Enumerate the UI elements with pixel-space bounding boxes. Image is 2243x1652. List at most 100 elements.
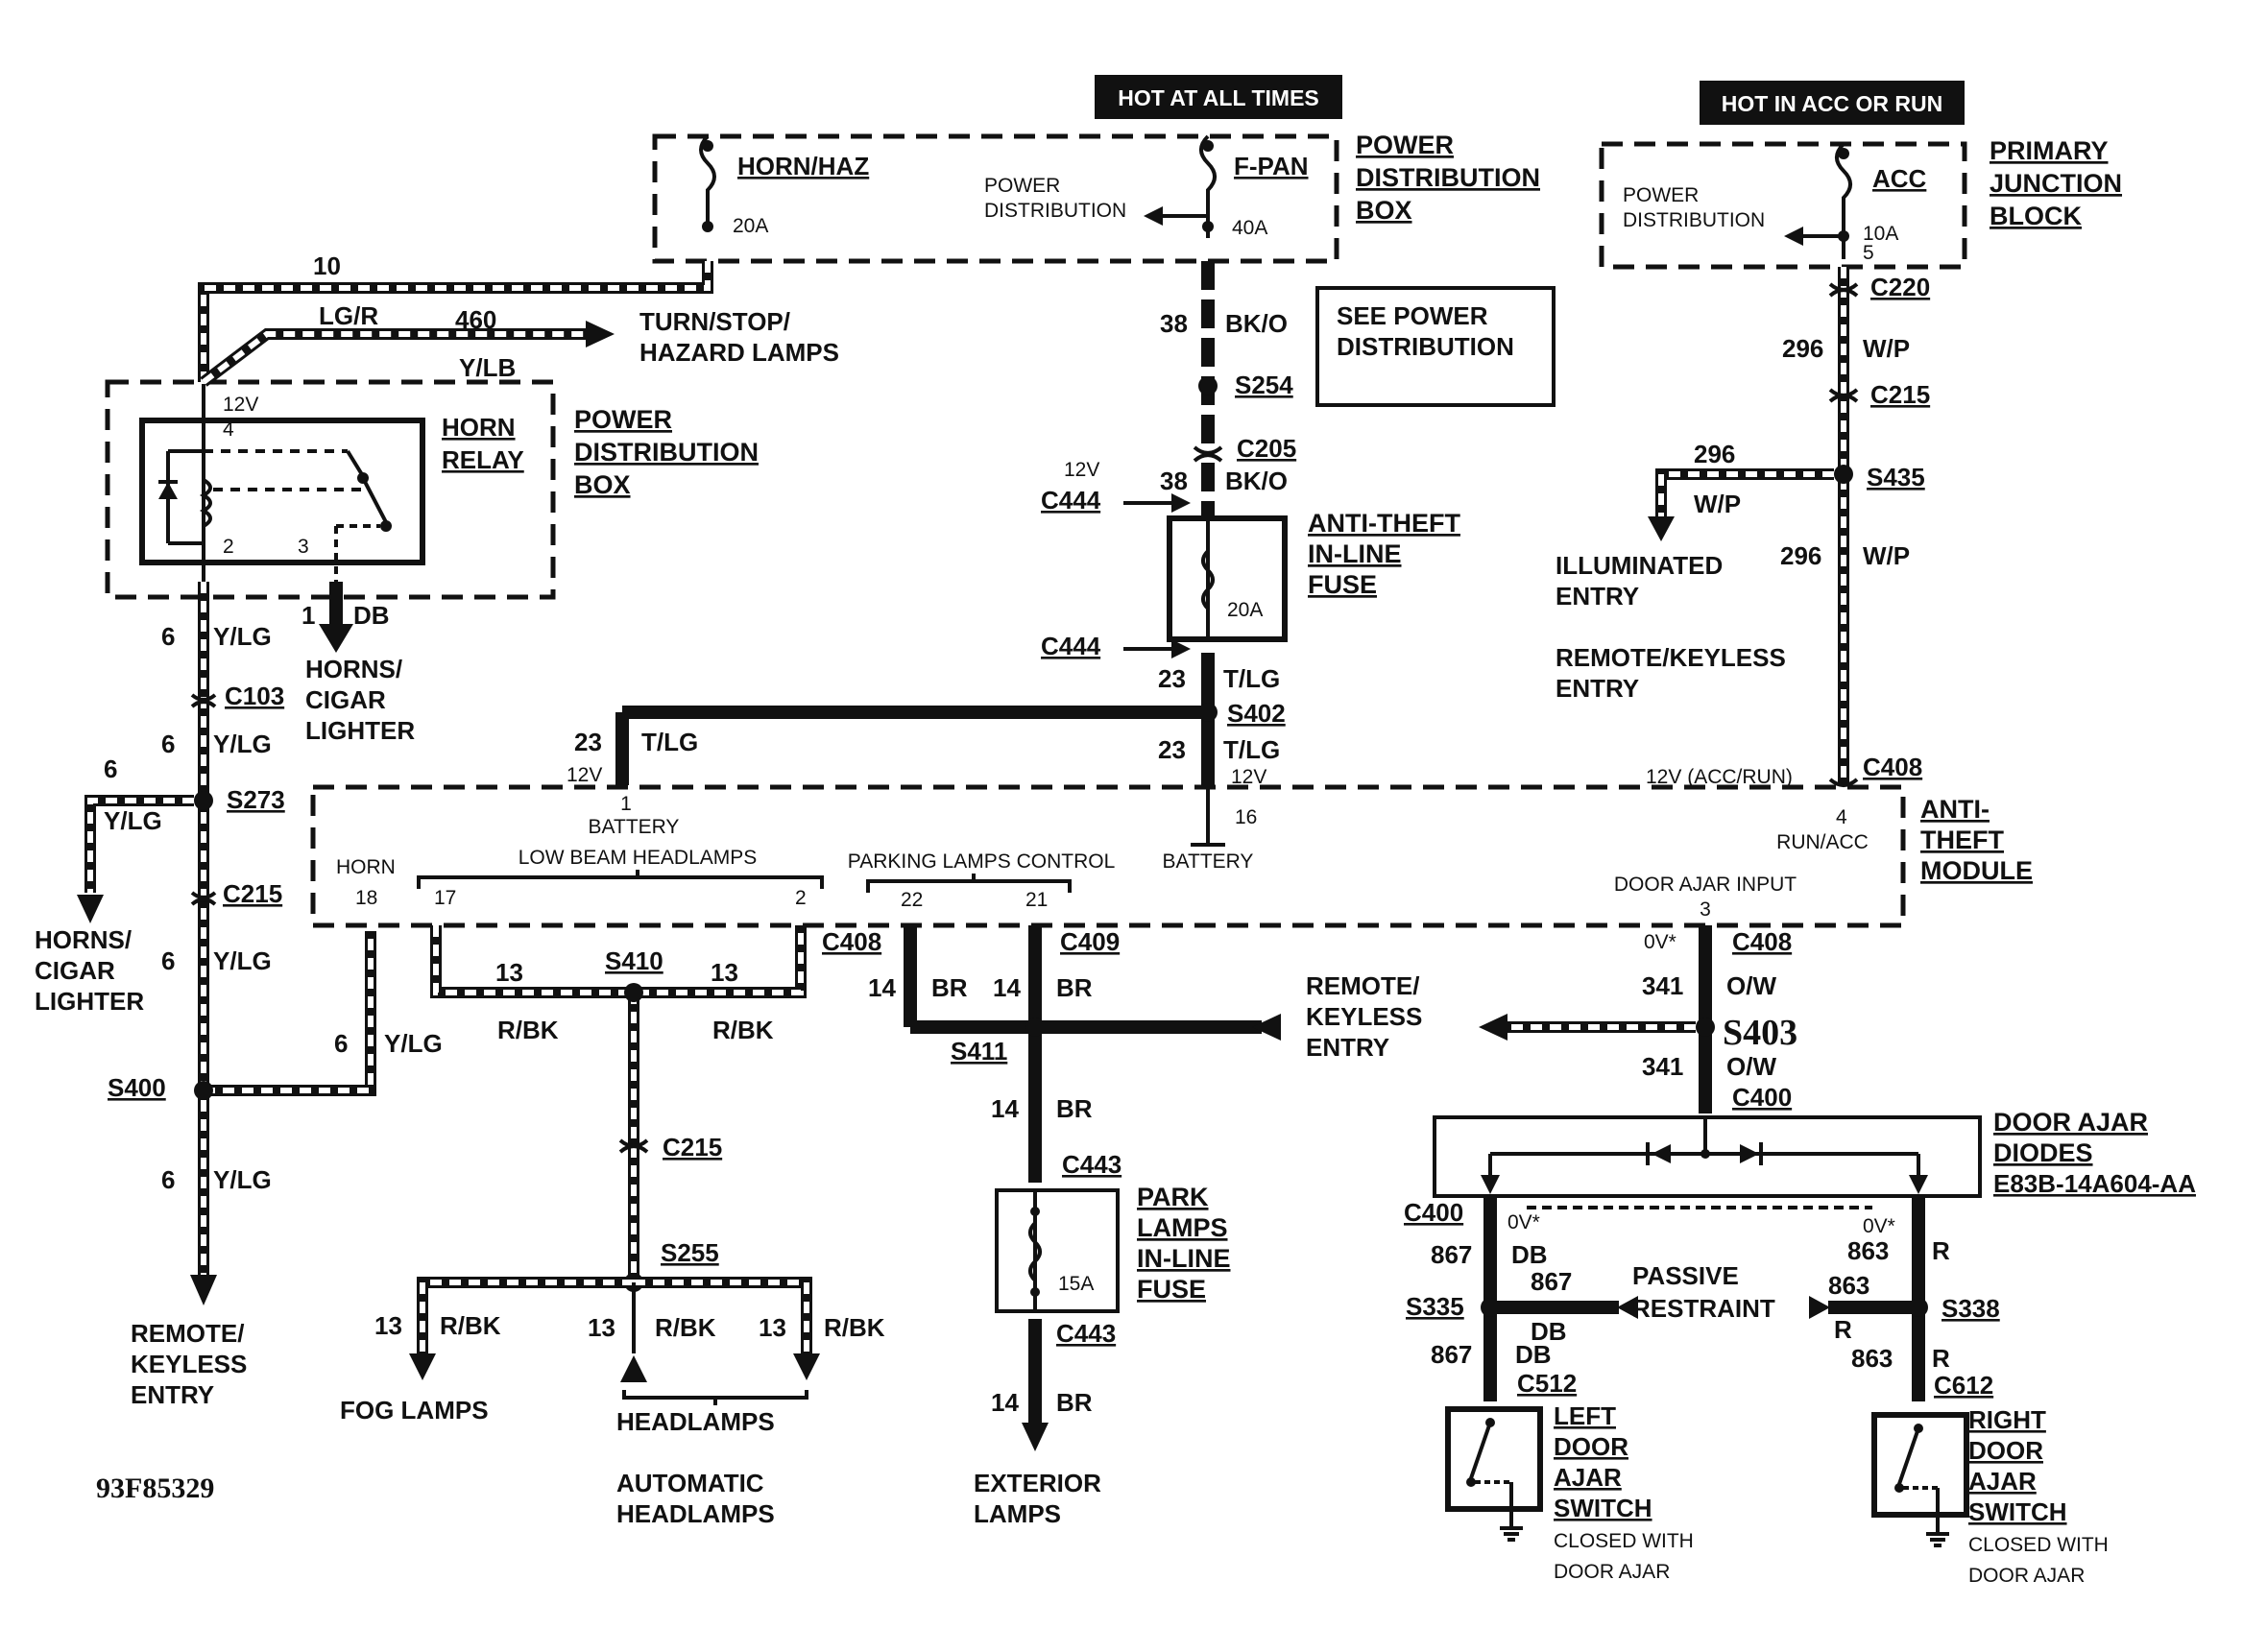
label-lower-right-w867c: 867 bbox=[1431, 1340, 1472, 1369]
label-lower-right-left-l4: SWITCH bbox=[1554, 1494, 1652, 1522]
label-lower-right-right-l1: RIGHT bbox=[1968, 1405, 2046, 1434]
label-horn-relay-pin2: 2 bbox=[223, 536, 234, 558]
label-pjb-power-dist-l2: DISTRIBUTION bbox=[1623, 209, 1765, 231]
label-center-wires-fuse-l2: IN-LINE bbox=[1308, 539, 1402, 568]
label-module-door-ajar: DOOR AJAR INPUT bbox=[1614, 874, 1797, 896]
center-wire-harness: 38 BK/O S254 C205 12V C444 38 BK/O 20A A… bbox=[567, 261, 1460, 847]
label-left-wires-w6c: 6 bbox=[104, 754, 117, 783]
label-lower-center-c443a: C443 bbox=[1062, 1150, 1122, 1179]
label-right-wires-w296b: 296 bbox=[1694, 440, 1735, 468]
label-lower-left-auto-l1: AUTOMATIC bbox=[616, 1469, 764, 1497]
label-right-wires-remote-l2: ENTRY bbox=[1556, 674, 1639, 703]
label-lower-center-remote-l3: ENTRY bbox=[1306, 1033, 1389, 1062]
label-pjb-acc-amp: 10A bbox=[1863, 223, 1898, 245]
door-ajar-wire-harness: 0V* C408 341 O/W S403 341 O/W C400 DOOR … bbox=[1404, 925, 2196, 1587]
label-lower-right-ov-b: 0V* bbox=[1507, 1211, 1540, 1233]
label-lower-left-auto-l2: HEADLAMPS bbox=[616, 1499, 775, 1528]
label-lower-center-w14a: 14 bbox=[868, 973, 896, 1002]
label-center-wires-c444b: C444 bbox=[1041, 632, 1101, 660]
label-lower-left-rbk-c: R/BK bbox=[440, 1311, 501, 1340]
label-pjb-title-l2: JUNCTION bbox=[1990, 169, 2122, 198]
label-right-wires-w296c: 296 bbox=[1780, 541, 1821, 570]
label-lower-center-s411: S411 bbox=[951, 1037, 1007, 1065]
label-module-pin1: 1 bbox=[620, 793, 632, 815]
label-lower-right-right-l2: DOOR bbox=[1968, 1436, 2043, 1465]
label-lower-center-park-l2: LAMPS bbox=[1137, 1213, 1228, 1242]
label-left-wires-ylg-e: Y/LG bbox=[384, 1029, 443, 1058]
label-lower-right-right-l6: DOOR AJAR bbox=[1968, 1565, 2085, 1587]
label-lower-left-w13d: 13 bbox=[588, 1313, 615, 1342]
label-left-wires-w6f: 6 bbox=[161, 1165, 175, 1194]
label-lower-right-c400a: C400 bbox=[1732, 1083, 1792, 1112]
label-module-horn: HORN bbox=[336, 856, 396, 878]
power-distribution-box-top: HORN/HAZ 20A F-PAN 40A POWER DISTRIBUTIO… bbox=[652, 131, 1540, 264]
label-module-pin22: 22 bbox=[901, 889, 923, 911]
label-left-wires-ylb: Y/LB bbox=[459, 353, 516, 382]
label-horn-relay-box-l3: BOX bbox=[574, 470, 631, 499]
label-horn-relay-box-l2: DISTRIBUTION bbox=[574, 438, 759, 467]
label-center-wires-w38b: 38 bbox=[1160, 467, 1188, 495]
label-center-wires-v12: 12V bbox=[1064, 459, 1099, 481]
label-module-parking: PARKING LAMPS CONTROL bbox=[848, 850, 1116, 873]
label-lower-center-br-d: BR bbox=[1056, 1388, 1093, 1417]
label-lower-right-left-l2: DOOR bbox=[1554, 1432, 1628, 1461]
label-lower-center-remote-l2: KEYLESS bbox=[1306, 1002, 1422, 1031]
label-lower-right-s403: S403 bbox=[1723, 1013, 1797, 1053]
label-lower-right-w341a: 341 bbox=[1642, 971, 1683, 1000]
label-lower-right-passive-l2: RESTRAINT bbox=[1632, 1294, 1775, 1323]
label-lower-right-w863b: 863 bbox=[1847, 1236, 1889, 1265]
label-right-wires-c215: C215 bbox=[1870, 380, 1930, 409]
see-power-distribution-note: SEE POWER DISTRIBUTION bbox=[1315, 286, 1556, 407]
label-module-battery-a: BATTERY bbox=[589, 816, 680, 838]
label-center-wires-bko-a: BK/O bbox=[1225, 309, 1288, 338]
label-lower-right-w863c: 863 bbox=[1851, 1344, 1893, 1373]
label-left-wires-turn-l1: TURN/STOP/ bbox=[639, 307, 790, 336]
label-lower-right-db-c: DB bbox=[1515, 1340, 1552, 1369]
label-center-wires-w23c: 23 bbox=[574, 728, 602, 756]
label-lower-right-diodes-l2: DIODES bbox=[1993, 1138, 2093, 1167]
label-module-title-l3: MODULE bbox=[1920, 856, 2033, 885]
label-lower-right-diodes-l1: DOOR AJAR bbox=[1993, 1108, 2148, 1137]
label-lower-right-passive-l1: PASSIVE bbox=[1632, 1261, 1739, 1290]
label-lower-right-s338: S338 bbox=[1942, 1294, 2000, 1323]
label-lower-right-left-l3: AJAR bbox=[1554, 1463, 1622, 1492]
label-right-wires-c220: C220 bbox=[1870, 273, 1930, 301]
label-lower-right-c400b: C400 bbox=[1404, 1198, 1463, 1227]
label-center-wires-w38a: 38 bbox=[1160, 309, 1188, 338]
label-lower-center-ext-l2: LAMPS bbox=[974, 1499, 1061, 1528]
label-left-wires-ylg-b: Y/LG bbox=[213, 730, 272, 758]
label-right-wires-wp-c: W/P bbox=[1863, 541, 1910, 570]
label-module-pin2: 2 bbox=[795, 887, 807, 909]
label-module-low-beam: LOW BEAM HEADLAMPS bbox=[519, 847, 758, 869]
label-module-pin3: 3 bbox=[1700, 898, 1711, 921]
label-left-wires-ylg-f: Y/LG bbox=[213, 1165, 272, 1194]
label-pdb-top-title-l3: BOX bbox=[1356, 196, 1412, 225]
label-pdb-top-f-pan-amp: 40A bbox=[1232, 217, 1267, 239]
label-left-wires-db: DB bbox=[353, 601, 390, 630]
label-left-wires-w6d: 6 bbox=[161, 946, 175, 975]
label-lower-center-w14b: 14 bbox=[993, 973, 1021, 1002]
label-left-wires-horns2-l2: CIGAR bbox=[35, 956, 115, 985]
label-center-wires-tlg-a: T/LG bbox=[1223, 664, 1280, 693]
label-left-wires-remote-l3: ENTRY bbox=[131, 1380, 214, 1409]
label-lower-right-r-c: R bbox=[1932, 1344, 1950, 1373]
label-lower-center-park-l3: IN-LINE bbox=[1137, 1244, 1231, 1273]
label-lower-center-ext-l1: EXTERIOR bbox=[974, 1469, 1101, 1497]
label-lower-left-headlamps: HEADLAMPS bbox=[616, 1407, 775, 1436]
label-left-wires-c215: C215 bbox=[223, 879, 282, 908]
parking-lamp-wire-harness: C409 14 BR 14 BR S411 14 BR C443 15A PAR… bbox=[868, 925, 1422, 1528]
label-headers-hot-all-times: HOT AT ALL TIMES bbox=[1118, 85, 1319, 110]
label-lower-right-w341b: 341 bbox=[1642, 1052, 1683, 1081]
hot-in-acc-run-header: HOT IN ACC OR RUN bbox=[1700, 81, 1965, 125]
label-lower-right-ov-c: 0V* bbox=[1863, 1215, 1895, 1237]
label-lower-center-park-l4: FUSE bbox=[1137, 1275, 1206, 1304]
label-right-wires-wp-b: W/P bbox=[1694, 490, 1741, 518]
label-right-wires-wp-a: W/P bbox=[1863, 334, 1910, 363]
label-lower-center-c409: C409 bbox=[1060, 927, 1120, 956]
label-lower-right-c408: C408 bbox=[1732, 927, 1792, 956]
label-horn-relay-pin4: 4 bbox=[223, 419, 234, 441]
label-left-wires-horns2-l1: HORNS/ bbox=[35, 925, 132, 954]
label-lower-right-w867b: 867 bbox=[1531, 1267, 1572, 1296]
label-left-wires-horns-l2: CIGAR bbox=[305, 685, 386, 714]
label-lower-left-w13c: 13 bbox=[374, 1311, 402, 1340]
